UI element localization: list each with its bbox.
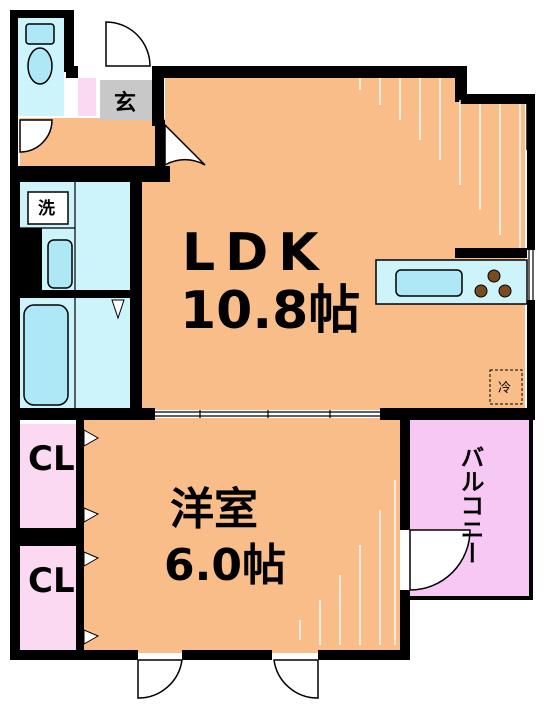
wash-basin-icon xyxy=(47,239,73,289)
toilet-door-icon xyxy=(19,119,53,153)
western-hatch xyxy=(299,480,396,645)
window-door-left-icon xyxy=(137,659,183,699)
hall-door-icon xyxy=(164,123,206,167)
ldk-size: 10.8帖 xyxy=(180,281,360,341)
thin-lines xyxy=(11,120,534,418)
entrance-label: 玄 xyxy=(114,90,136,116)
kitchen-sink xyxy=(395,269,463,297)
washer-label: 洗 xyxy=(38,198,55,219)
balcony-label: バルコニー xyxy=(456,445,484,565)
washer-box xyxy=(27,191,69,225)
closet-top-label: CL xyxy=(28,439,75,479)
balcony-door-icon xyxy=(409,529,471,591)
toilet-tank-icon xyxy=(25,23,55,45)
closet-doors xyxy=(83,299,125,645)
closet-bottom-floor xyxy=(20,546,76,650)
window-door-right-icon xyxy=(273,659,319,699)
fridge-label: 冷 xyxy=(498,381,511,396)
stove-icon xyxy=(474,269,512,298)
ldk-right-door-icon xyxy=(526,101,535,151)
fridge-space xyxy=(489,369,523,405)
toilet-bowl-icon xyxy=(27,47,53,85)
doors xyxy=(19,21,535,699)
ldk-floor xyxy=(140,75,525,410)
closet-bottom-label: CL xyxy=(28,561,75,601)
genkan-floor xyxy=(100,80,160,120)
shoe-closet xyxy=(78,78,96,116)
ldk-hatch xyxy=(359,78,521,248)
ldk-name: LDK xyxy=(182,223,329,283)
entrance-door-icon xyxy=(105,21,151,67)
western-name: 洋室 xyxy=(170,484,258,535)
walls xyxy=(10,10,535,660)
western-floor xyxy=(80,418,400,653)
closet-top-floor xyxy=(20,424,76,528)
bathtub-icon xyxy=(23,304,69,406)
western-size: 6.0帖 xyxy=(164,540,286,591)
